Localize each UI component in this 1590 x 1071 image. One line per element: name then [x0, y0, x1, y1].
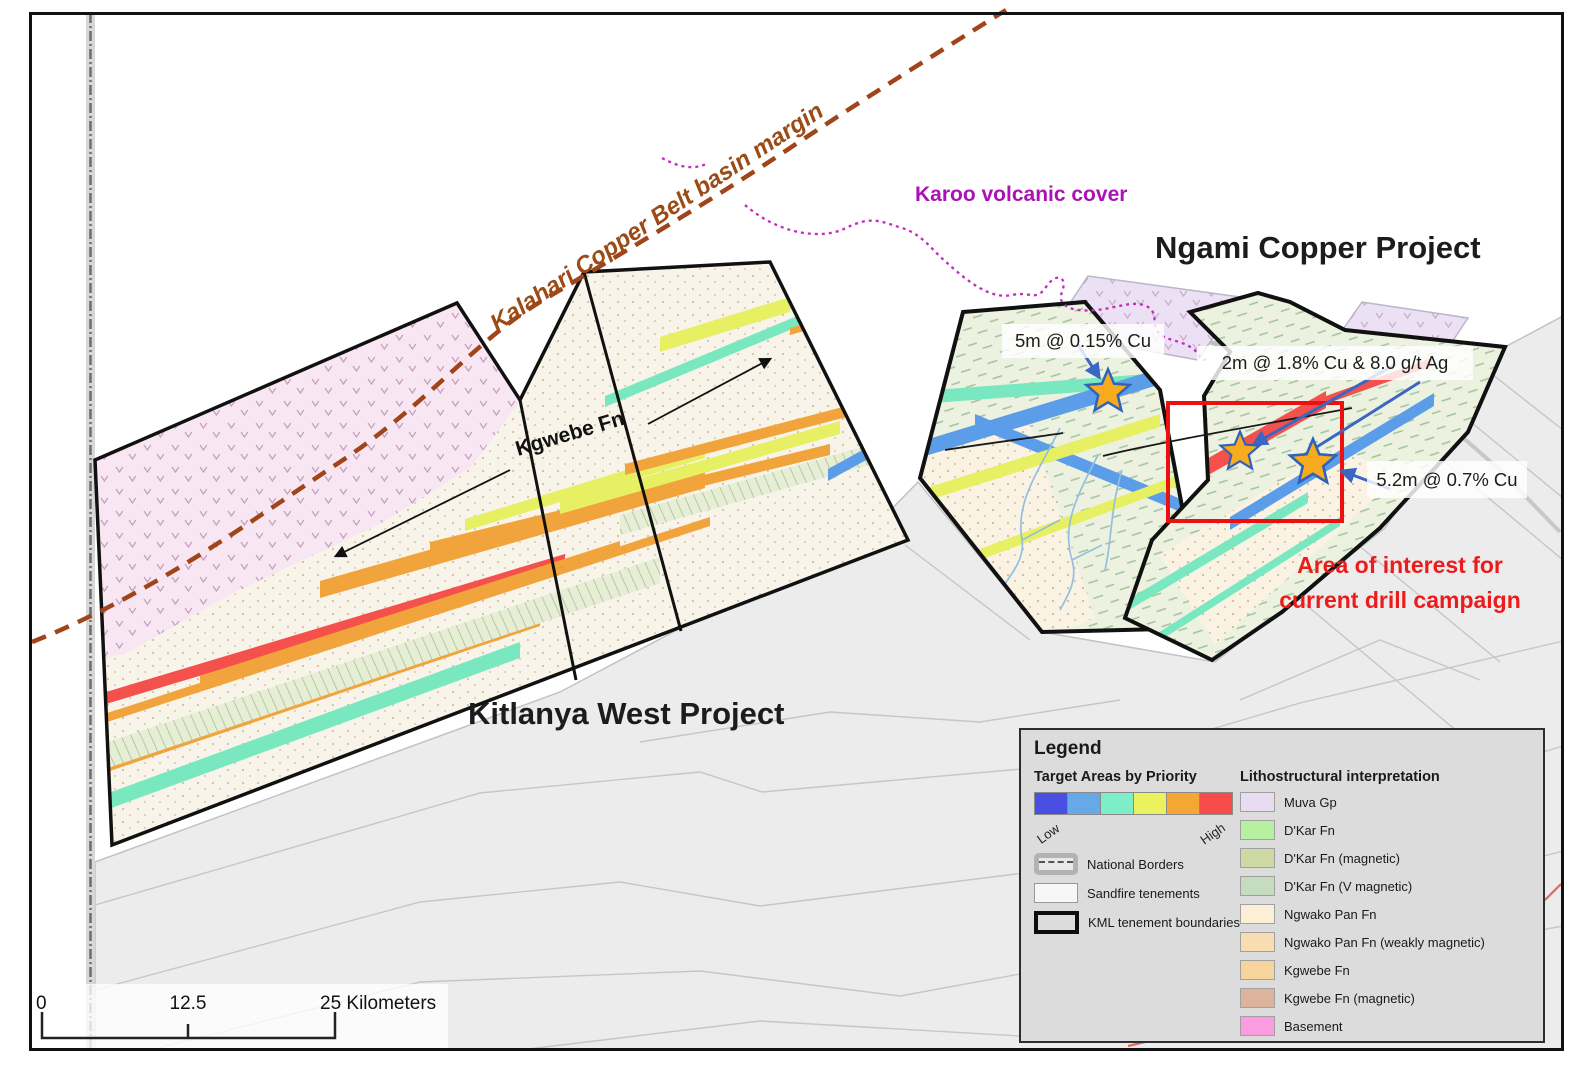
kgwebe-swatch	[1240, 960, 1275, 980]
dkar-swatch	[1240, 820, 1275, 840]
ngami-tenement-west	[917, 299, 1208, 635]
scale-end: 25 Kilometers	[320, 993, 436, 1014]
karoo-cover-label: Karoo volcanic cover	[915, 183, 1128, 206]
litho-item-basement: Basement	[1240, 1016, 1535, 1036]
kitlanya-tenement-group	[93, 260, 911, 848]
muva-swatch	[1240, 792, 1275, 812]
map-frame	[29, 12, 1564, 1051]
basement-label: Basement	[1284, 1018, 1343, 1034]
litho-item-dkar-v-magnetic: D'Kar Fn (V magnetic)	[1240, 876, 1535, 896]
priority-swatch-5	[1167, 792, 1200, 815]
kgwebe-magnetic-swatch	[1240, 988, 1275, 1008]
legend-litho-column: Lithostructural interpretation Muva Gp D…	[1240, 769, 1535, 1044]
kgwebe-extent-arrows	[333, 357, 773, 558]
legend-item-kml: KML tenement boundaries	[1034, 911, 1240, 934]
priority-swatch-3	[1101, 792, 1134, 815]
scale-bar: 0 12.5 25 Kilometers	[28, 984, 448, 1048]
priority-swatch-2	[1068, 792, 1101, 815]
legend-title: Legend	[1034, 738, 1102, 759]
kml-boundaries-label: KML tenement boundaries	[1087, 915, 1240, 930]
geology-bands-kitlanya	[95, 296, 906, 814]
basin-margin-line	[31, 8, 1008, 645]
priority-swatch-4	[1134, 792, 1167, 815]
national-border-line	[86, 13, 95, 1050]
kitlanya-tenement-boundary	[93, 260, 911, 848]
priority-swatch-1	[1034, 792, 1068, 815]
scale-mid: 12.5	[170, 993, 207, 1014]
dkar-magnetic-swatch	[1240, 848, 1275, 868]
aoi-note-line1: Area of interest for	[1297, 552, 1503, 578]
kitlanya-project-title: Kitlanya West Project	[468, 696, 785, 731]
drill-annotation-2: 2m @ 1.8% Cu & 8.0 g/t Ag	[1197, 346, 1473, 380]
legend-item-national-borders: National Borders	[1034, 853, 1240, 875]
litho-item-ngwako-weak: Ngwako Pan Fn (weakly magnetic)	[1240, 932, 1535, 952]
kml-boundaries-symbol	[1034, 911, 1079, 934]
ngwako-weak-label: Ngwako Pan Fn (weakly magnetic)	[1284, 934, 1485, 950]
litho-item-kgwebe-magnetic: Kgwebe Fn (magnetic)	[1240, 988, 1535, 1008]
dkar-label: D'Kar Fn	[1284, 822, 1335, 838]
dkar-v-magnetic-label: D'Kar Fn (V magnetic)	[1284, 878, 1413, 894]
sandfire-tenements-symbol	[1034, 883, 1078, 903]
area-of-interest-box	[1166, 401, 1344, 523]
litho-item-dkar: D'Kar Fn	[1240, 820, 1535, 840]
dkar-magnetic-label: D'Kar Fn (magnetic)	[1284, 850, 1400, 866]
fault-lines	[944, 407, 1353, 457]
ngwako-weak-swatch	[1240, 932, 1275, 952]
dkar-v-magnetic-swatch	[1240, 876, 1275, 896]
national-borders-symbol	[1034, 853, 1078, 875]
ngwako-swatch	[1240, 904, 1275, 924]
litho-item-ngwako: Ngwako Pan Fn	[1240, 904, 1535, 924]
karoo-cover-line	[661, 156, 1208, 362]
litho-heading: Lithostructural interpretation	[1240, 769, 1440, 785]
ngami-project-title: Ngami Copper Project	[1155, 230, 1481, 265]
ngami-east-boundary	[1122, 290, 1508, 663]
kitlanya-internal-boundaries	[518, 271, 683, 681]
drill-annotation-1: 5m @ 0.15% Cu	[1002, 324, 1164, 358]
sandfire-tenements-label: Sandfire tenements	[1087, 885, 1200, 901]
aoi-note-line2: current drill campaign	[1279, 587, 1521, 613]
kgwebe-magnetic-label: Kgwebe Fn (magnetic)	[1284, 990, 1415, 1006]
legend: Legend Target Areas by Priority Low High…	[1019, 728, 1545, 1043]
litho-item-dkar-magnetic: D'Kar Fn (magnetic)	[1240, 848, 1535, 868]
litho-item-kgwebe: Kgwebe Fn	[1240, 960, 1535, 980]
legend-priority-column: Target Areas by Priority Low High Nation…	[1034, 769, 1240, 1044]
drill-annotation-3: 5.2m @ 0.7% Cu	[1367, 461, 1527, 498]
litho-item-muva: Muva Gp	[1240, 792, 1535, 812]
muva-label: Muva Gp	[1284, 794, 1337, 810]
basement-swatch	[1240, 1016, 1275, 1036]
priority-swatch-6	[1200, 792, 1233, 815]
legend-item-sandfire: Sandfire tenements	[1034, 883, 1240, 903]
priority-low-label: Low	[1034, 820, 1063, 847]
priority-color-ramp	[1034, 792, 1240, 815]
ngami-tenement-east	[1122, 290, 1508, 663]
area-of-interest-note: Area of interest for current drill campa…	[1250, 548, 1550, 618]
ngwako-label: Ngwako Pan Fn	[1284, 906, 1377, 922]
priority-heading: Target Areas by Priority	[1034, 769, 1197, 785]
kgwebe-label: Kgwebe Fn	[1284, 962, 1350, 978]
scale-zero: 0	[36, 993, 47, 1014]
national-borders-label: National Borders	[1087, 856, 1184, 872]
